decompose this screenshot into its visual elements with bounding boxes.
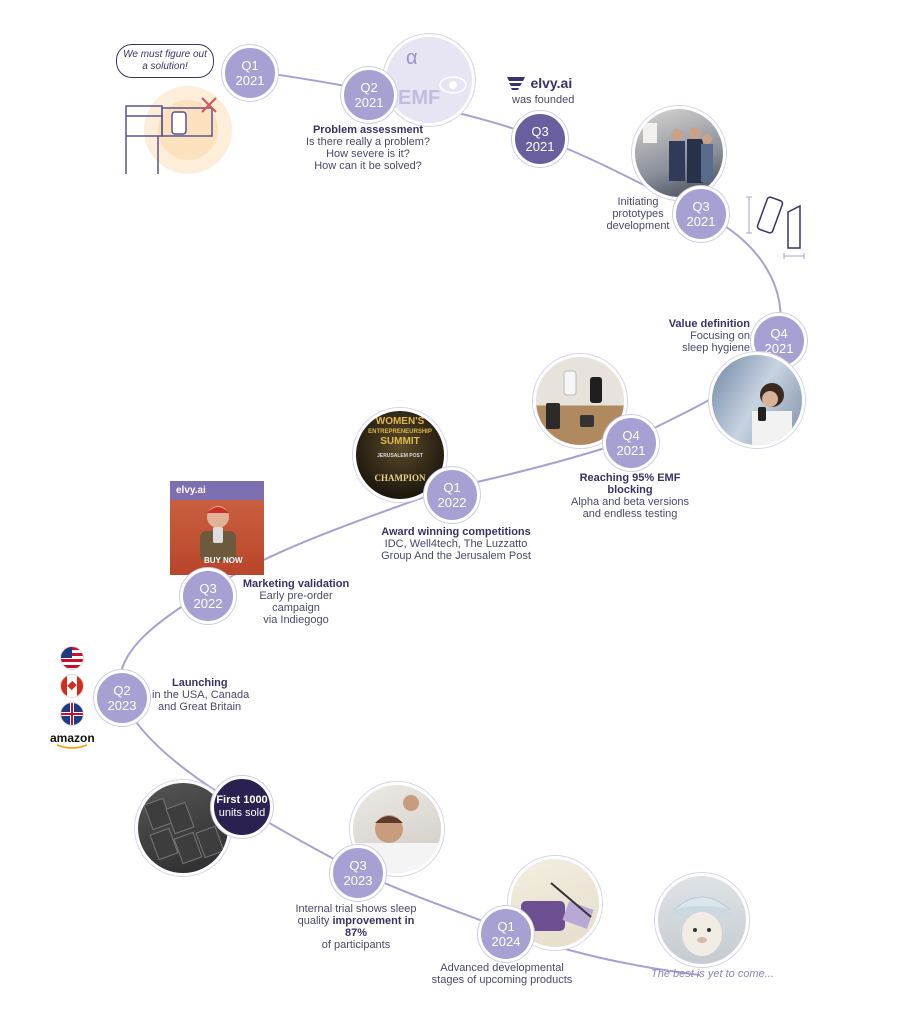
usa-flag-icon xyxy=(60,646,84,670)
summit-poster-subtitle: ENTREPRENEURSHIP xyxy=(368,429,432,435)
trial-prefix: quality xyxy=(297,915,333,927)
label-launching: Launching in the USA, Canada and Great B… xyxy=(152,677,250,713)
summit-poster-title: WOMEN'S xyxy=(375,416,425,427)
amazon-wordmark: amazon xyxy=(50,731,95,745)
milestone-first-1000-units: First 1000 units sold xyxy=(211,776,273,838)
elvy-wing-icon xyxy=(507,76,525,90)
alpha-symbol: α xyxy=(406,47,418,69)
label-initiating-prototypes: Initiating prototypes development xyxy=(606,196,670,232)
label-founded: was founded xyxy=(512,94,575,106)
label-upcoming-products: Advanced developmental stages of upcomin… xyxy=(431,962,573,986)
team-photo xyxy=(632,106,726,200)
eye-icon xyxy=(439,76,467,94)
closing-text: The best is yet to come... xyxy=(651,968,774,980)
label-value-definition: Value definition Focusing on sleep hygie… xyxy=(668,318,750,354)
label-emf-blocking: Reaching 95% EMF blocking Alpha and beta… xyxy=(570,472,690,520)
summit-poster-champion: CHAMPION xyxy=(374,473,426,483)
woman-in-bed-photo xyxy=(709,352,805,448)
emf-text: EMF xyxy=(398,87,441,109)
boxed-units-photo xyxy=(135,780,231,876)
trial-improvement: improvement in 87% xyxy=(332,915,415,939)
summit-poster-summit: SUMMIT xyxy=(380,436,420,447)
emf-logo-circle: α EMF xyxy=(383,34,475,126)
speech-bubble: We must figure out a solution! xyxy=(116,44,214,78)
label-internal-trial: Internal trial shows sleep quality impro… xyxy=(295,903,417,951)
canada-flag-icon xyxy=(60,674,84,698)
alpaca-toy-photo xyxy=(655,873,749,967)
label-problem-assessment: Problem assessment Is there really a pro… xyxy=(305,124,431,172)
label-award-competitions: Award winning competitions IDC, Well4tec… xyxy=(381,526,531,562)
uk-flag-icon xyxy=(60,702,84,726)
card-buy-now: BUY NOW xyxy=(204,556,243,565)
elvy-brand-name: elvy.ai xyxy=(530,74,573,91)
elvy-logo: elvy.ai xyxy=(506,74,576,92)
card-brand: elvy.ai xyxy=(176,485,206,496)
label-marketing-validation: Marketing validation Early pre-order cam… xyxy=(242,578,350,626)
prototype-sketch xyxy=(746,196,805,259)
phone-on-bed-illustration xyxy=(125,86,232,174)
amazon-logo: amazon xyxy=(50,729,95,750)
amazon-smile-icon xyxy=(56,744,88,749)
summit-poster-sponsor: JERUSALEM POST xyxy=(377,453,423,459)
indiegogo-campaign-card: elvy.ai BUY NOW xyxy=(170,481,264,575)
